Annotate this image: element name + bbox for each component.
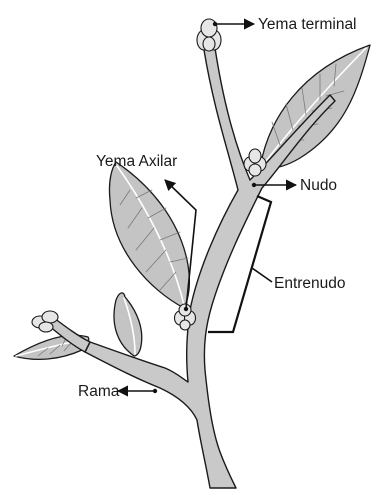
label-axillary-bud: Yema Axilar <box>96 153 177 170</box>
node-dot <box>252 183 256 187</box>
axillary-bud-dot <box>184 307 188 311</box>
terminal-bud-dot <box>213 22 217 26</box>
internode-leader <box>252 268 272 282</box>
leaf-small-middle <box>114 293 142 356</box>
leaf-left-large <box>109 162 189 308</box>
label-branch: Rama <box>78 383 120 400</box>
branch-dot <box>153 389 157 393</box>
label-terminal-bud: Yema terminal <box>258 16 357 33</box>
label-node: Nudo <box>300 177 337 194</box>
leaf-upper-right <box>260 45 370 169</box>
label-internode: Entrenudo <box>274 275 346 292</box>
